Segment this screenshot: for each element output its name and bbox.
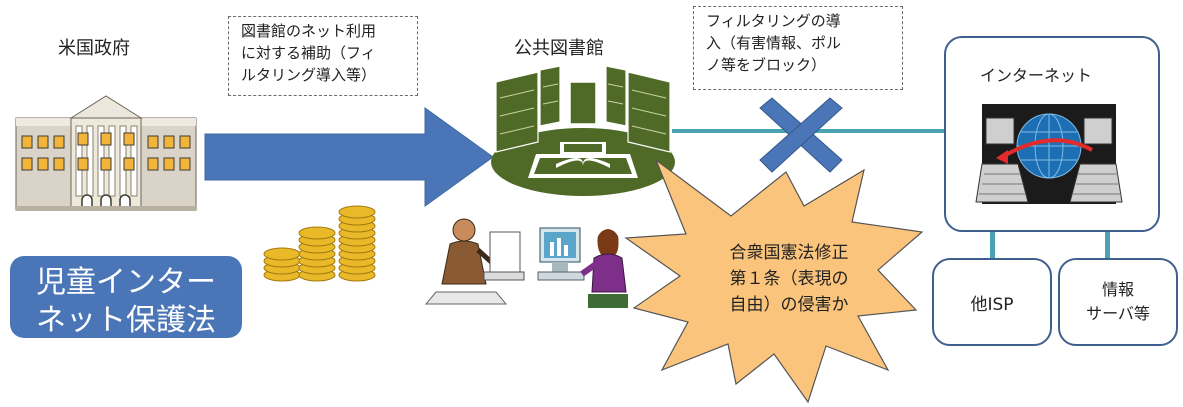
person-at-computer-icon [424,218,525,305]
violation-line: 自由）の侵害か [729,295,849,315]
internet-globe-computers-icon [975,104,1123,204]
violation-text: 合衆国憲法修正 第１条（表現の 自由）の侵害か [704,240,874,318]
library-icon [491,65,675,196]
government-label: 米国政府 [58,38,130,59]
internet-label: インターネット [980,66,1093,85]
subsidy-note-line: に対する補助（フィ [241,44,376,62]
subsidy-note-line: 図書館のネット利用 [241,22,377,40]
info-server-box [1058,258,1178,346]
library-label: 公共図書館 [514,38,604,59]
woman-at-computer-icon [537,227,628,308]
filter-note-line: フィルタリングの導 [706,12,841,30]
cipa-law-box: 児童インター ネット保護法 [10,256,242,338]
violation-burst-shape [624,158,924,404]
government-building-icon [15,95,197,211]
info-server-line: 情報 [1101,280,1134,299]
other-isp-box [932,258,1052,346]
cipa-line: 児童インター [36,265,216,300]
cipa-line: ネット保護法 [36,303,216,338]
violation-line: 第１条（表現の [729,269,849,289]
other-isp-label: 他ISP [970,295,1014,315]
subsidy-note-line: ルタリング導入等） [241,66,377,84]
filter-note: フィルタリングの導 入（有害情報、ポル ノ等をブロック） [693,6,903,90]
coins-icon [263,205,376,282]
filter-note-line: 入（有害情報、ポル [706,34,842,52]
funding-arrow [204,107,494,207]
block-cross-icon [759,97,843,173]
violation-line: 合衆国憲法修正 [729,243,849,263]
info-server-label: 情報 サーバ等 [1058,278,1178,326]
info-server-line: サーバ等 [1086,304,1150,323]
filter-note-line: ノ等をブロック） [706,56,827,74]
isp-connector-lines [990,232,1110,262]
subsidy-note: 図書館のネット利用 に対する補助（フィ ルタリング導入等） [228,16,418,96]
